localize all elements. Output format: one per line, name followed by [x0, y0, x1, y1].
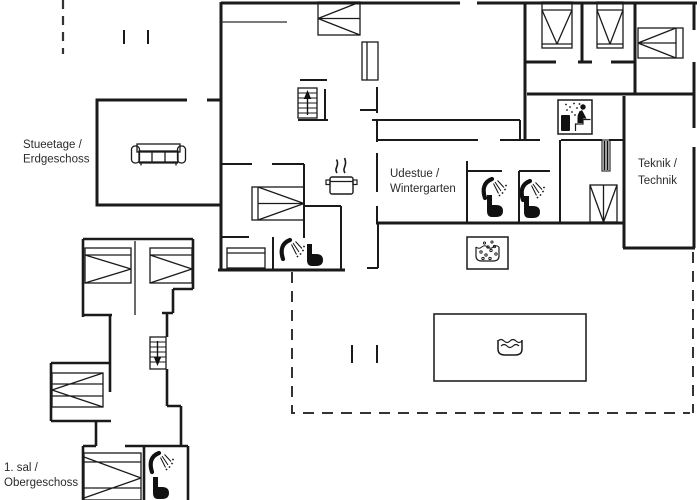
double-bed-icon: [541, 1, 573, 49]
technical-room-label-line1: Teknik /: [638, 158, 678, 170]
conservatory-label-line2: Wintergarten: [390, 183, 456, 195]
double-bed-icon: [637, 27, 684, 59]
double-bed-icon: [51, 372, 104, 408]
toilet-icon: [307, 244, 323, 266]
double-bed-icon: [149, 247, 193, 284]
upper-floor-walls: [49, 237, 195, 500]
sliding-door-icon: [351, 345, 378, 363]
upper-floor-label-line1: 1. sal /: [4, 462, 39, 474]
double-bed-icon: [83, 452, 142, 500]
sauna-icon: [557, 99, 593, 135]
stairs-up-icon: [297, 87, 318, 119]
heater-icon: [601, 139, 611, 172]
shower-icon: [282, 240, 305, 259]
terrace-dashed-boundary: [291, 252, 694, 414]
double-bed-icon: [251, 186, 305, 221]
technical-room-label-line2: Technik: [638, 175, 677, 187]
double-bed-icon: [596, 1, 624, 49]
double-bed-icon: [317, 1, 361, 36]
dresser-icon: [226, 247, 266, 269]
sliding-door-icon: [123, 30, 149, 44]
terrace: [291, 252, 694, 414]
conservatory-label: Udestue / Wintergarten: [390, 168, 456, 195]
exterior-walls: [95, 1, 697, 272]
stairs-down-icon: [149, 336, 167, 370]
double-bed-icon: [84, 247, 132, 284]
upper-floor-label: 1. sal / Obergeschoss: [4, 462, 78, 489]
ground-floor-label: Stueetage / Erdgeschoss: [23, 139, 90, 166]
ground-floor-label-line1: Stueetage /: [23, 139, 83, 151]
ground-floor-label-line2: Erdgeschoss: [23, 154, 90, 166]
ground-floor-plan: Stueetage / Erdgeschoss Udestue / Winter…: [23, 0, 697, 272]
technical-room-label: Teknik / Technik: [638, 158, 680, 187]
whirlpool-icon: [466, 236, 509, 270]
upper-floor-label-line2: Obergeschoss: [4, 477, 78, 489]
toilet-icon: [153, 477, 169, 499]
toilet-icon: [524, 196, 540, 218]
wardrobe-icon: [361, 41, 379, 81]
wardrobe-icon: [589, 184, 618, 223]
upper-floor-plan: 1. sal / Obergeschoss: [4, 237, 195, 500]
toilet-icon: [487, 195, 503, 217]
cooking-pot-icon: [325, 157, 358, 195]
conservatory-label-line1: Udestue /: [390, 168, 440, 180]
shower-icon: [151, 453, 174, 472]
sofa-icon: [130, 143, 187, 166]
swimming-pool-icon: [433, 313, 587, 382]
